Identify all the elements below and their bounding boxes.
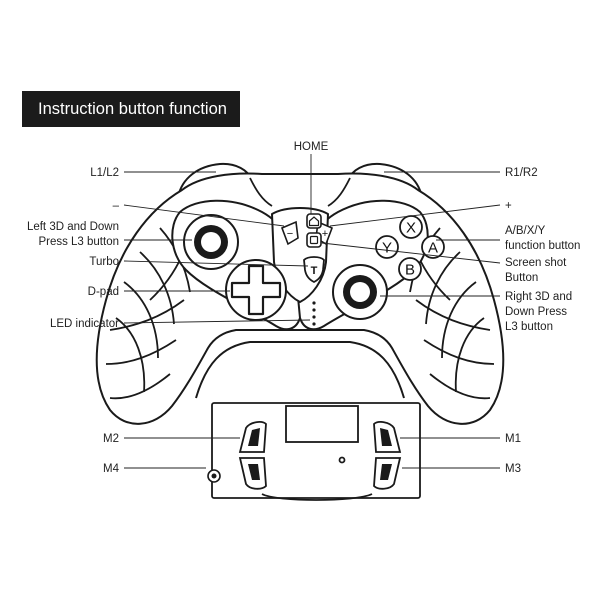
m1-button bbox=[373, 421, 402, 453]
svg-text:+: + bbox=[322, 228, 328, 240]
face-button-a: A bbox=[421, 235, 445, 259]
dpad bbox=[225, 259, 287, 321]
face-button-x: X bbox=[399, 215, 423, 239]
screenshot-icon bbox=[306, 232, 322, 248]
home-icon bbox=[306, 213, 322, 229]
section-title: Instruction button function bbox=[38, 100, 227, 118]
label-turbo: Turbo bbox=[89, 256, 119, 268]
label-minus: – bbox=[113, 200, 120, 212]
label-left3d-2: Press L3 button bbox=[38, 236, 119, 248]
label-screenshot-2: Button bbox=[505, 272, 538, 284]
label-m1: M1 bbox=[505, 433, 521, 445]
svg-text:X: X bbox=[406, 220, 416, 237]
label-abxy-1: A/B/X/Y bbox=[505, 225, 546, 237]
label-right3d-3: L3 button bbox=[505, 321, 553, 333]
label-home: HOME bbox=[294, 141, 329, 153]
callout-labels: HOME L1/L2 R1/R2 – + Left 3D and Down Pr… bbox=[27, 141, 581, 475]
label-led: LED indicator bbox=[50, 318, 119, 330]
turbo-icon: T bbox=[303, 256, 325, 284]
face-button-y: Y bbox=[375, 235, 399, 259]
right-stick bbox=[332, 264, 388, 320]
m3-button bbox=[373, 457, 402, 490]
label-r1r2: R1/R2 bbox=[505, 167, 538, 179]
section-header: Instruction button function bbox=[22, 91, 240, 127]
svg-text:−: − bbox=[287, 228, 293, 240]
svg-text:T: T bbox=[311, 265, 318, 277]
label-right3d-2: Down Press bbox=[505, 306, 567, 318]
minus-icon: − bbox=[280, 220, 299, 246]
label-plus: + bbox=[505, 200, 512, 212]
m2-button bbox=[238, 421, 267, 453]
svg-text:B: B bbox=[405, 262, 415, 279]
left-stick bbox=[183, 214, 239, 270]
label-right3d-1: Right 3D and bbox=[505, 291, 572, 303]
label-m2: M2 bbox=[103, 433, 119, 445]
label-dpad: D-pad bbox=[88, 286, 119, 298]
handle-arc bbox=[195, 341, 405, 399]
m4-switch bbox=[207, 469, 221, 483]
label-m3: M3 bbox=[505, 463, 521, 475]
svg-text:Y: Y bbox=[382, 240, 392, 257]
face-button-b: B bbox=[398, 257, 422, 281]
label-screenshot-1: Screen shot bbox=[505, 257, 567, 269]
led-indicator bbox=[312, 301, 316, 326]
label-left3d-1: Left 3D and Down bbox=[27, 221, 119, 233]
label-l1l2: L1/L2 bbox=[90, 167, 119, 179]
label-abxy-2: function button bbox=[505, 240, 580, 252]
controller-body bbox=[95, 162, 505, 425]
m4-button bbox=[238, 457, 267, 490]
label-m4: M4 bbox=[103, 463, 120, 475]
leader-lines bbox=[123, 154, 501, 469]
svg-text:A: A bbox=[428, 240, 438, 257]
